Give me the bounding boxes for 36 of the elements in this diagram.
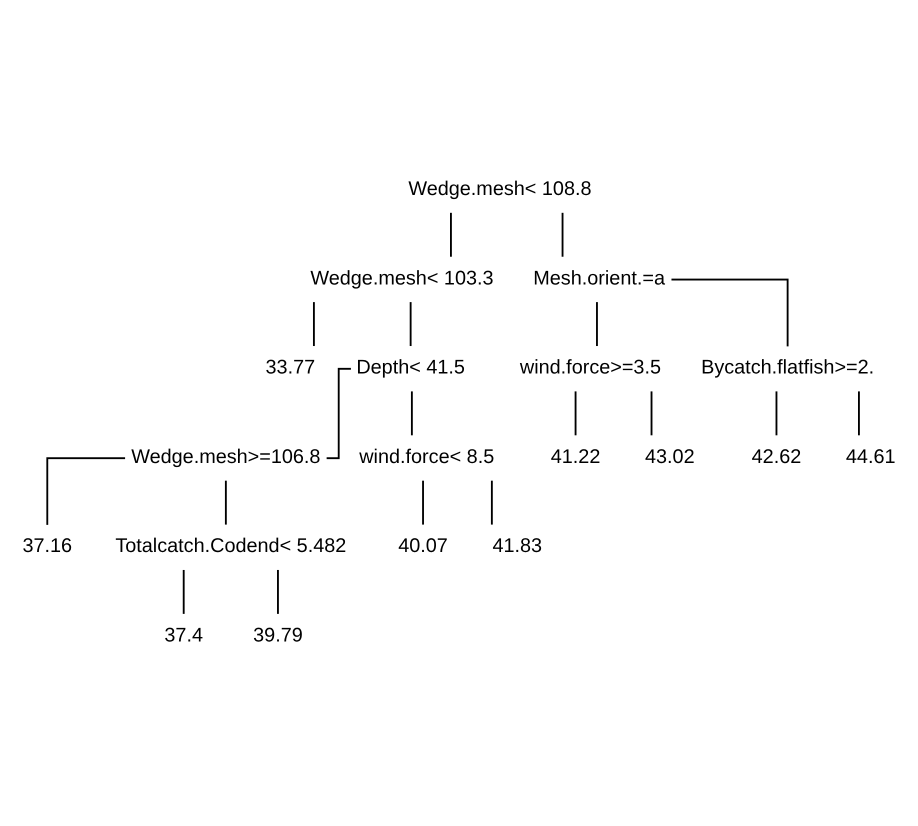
node-text: 37.4	[164, 624, 203, 646]
node-text: Bycatch.flatfish>=2.	[701, 356, 874, 378]
node-text: Mesh.orient.=a	[533, 266, 665, 289]
connector	[182, 569, 185, 614]
node-text: Wedge.mesh>=106.8	[131, 445, 320, 468]
node-text: 39.79	[253, 624, 303, 646]
node-text: 33.77	[266, 356, 316, 378]
connector	[776, 390, 778, 435]
connector	[277, 569, 279, 614]
connector	[671, 278, 789, 346]
node-text: 37.16	[22, 534, 72, 557]
connector	[450, 212, 452, 256]
node-text: 43.02	[645, 445, 695, 468]
node-text: Wedge.mesh< 103.3	[310, 266, 494, 289]
connector	[858, 390, 860, 435]
connector	[410, 302, 412, 346]
node-text: Depth< 41.5	[356, 356, 465, 378]
connector	[650, 390, 652, 435]
node-text: 40.07	[398, 534, 448, 557]
node-text: 41.22	[550, 445, 600, 468]
connector	[312, 302, 315, 346]
node-text: 42.62	[752, 445, 802, 468]
connector	[224, 480, 227, 524]
connector	[46, 456, 126, 524]
connector	[596, 302, 598, 346]
connector	[490, 480, 493, 524]
connector	[410, 390, 413, 435]
node-text: Totalcatch.Codend< 5.482	[115, 534, 346, 557]
node-text: wind.force< 8.5	[359, 445, 494, 468]
node-text: 44.61	[846, 445, 896, 468]
connector	[574, 390, 576, 435]
node-text: Wedge.mesh< 108.8	[408, 177, 592, 200]
node-text: 41.83	[492, 534, 542, 557]
node-text: wind.force>=3.5	[520, 356, 661, 378]
connector	[422, 480, 424, 524]
connector	[562, 212, 564, 256]
